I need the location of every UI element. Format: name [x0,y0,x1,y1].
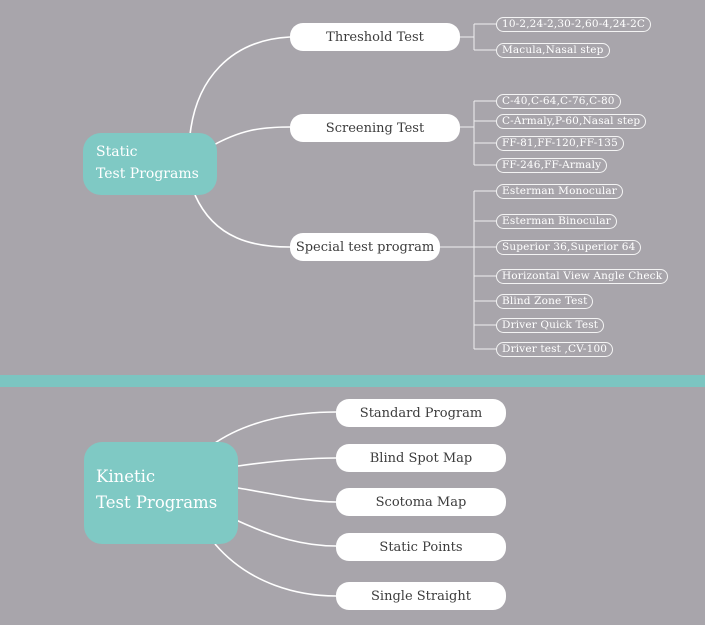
special-item-1[interactable]: Esterman Monocular [496,184,623,199]
special-item-7[interactable]: Driver test ,CV-100 [496,342,614,357]
kinetic-item-static-points[interactable]: Static Points [336,533,506,561]
kinetic-test-programs-node[interactable]: Kinetic Test Programs [84,442,238,544]
screening-item-1[interactable]: C-40,C-64,C-76,C-80 [496,94,621,109]
kinetic-root-line1: Kinetic [96,467,156,486]
screening-item-4[interactable]: FF-246,FF-Armaly [496,158,608,173]
threshold-item-1[interactable]: 10-2,24-2,30-2,60-4,24-2C [496,17,652,32]
special-item-5[interactable]: Blind Zone Test [496,294,594,309]
screening-test-node[interactable]: Screening Test [290,114,460,142]
special-item-3[interactable]: Superior 36,Superior 64 [496,240,642,255]
section-divider [0,375,705,387]
kinetic-item-blind-spot-map[interactable]: Blind Spot Map [336,444,506,472]
special-item-6[interactable]: Driver Quick Test [496,318,605,333]
static-root-line2: Test Programs [96,165,199,182]
screening-item-3[interactable]: FF-81,FF-120,FF-135 [496,136,624,151]
static-test-programs-node[interactable]: Static Test Programs [83,133,217,195]
kinetic-root-line2: Test Programs [96,492,218,512]
threshold-test-node[interactable]: Threshold Test [290,23,460,51]
special-item-2[interactable]: Esterman Binocular [496,214,617,229]
screening-item-2[interactable]: C-Armaly,P-60,Nasal step [496,114,647,129]
threshold-item-2[interactable]: Macula,Nasal step [496,43,610,58]
kinetic-item-scotoma-map[interactable]: Scotoma Map [336,488,506,516]
special-item-4[interactable]: Horizontal View Angle Check [496,269,669,284]
kinetic-item-standard-program[interactable]: Standard Program [336,399,506,427]
static-root-line1: Static [96,144,138,160]
special-test-program-node[interactable]: Special test program [290,233,440,261]
kinetic-item-single-straight[interactable]: Single Straight [336,582,506,610]
